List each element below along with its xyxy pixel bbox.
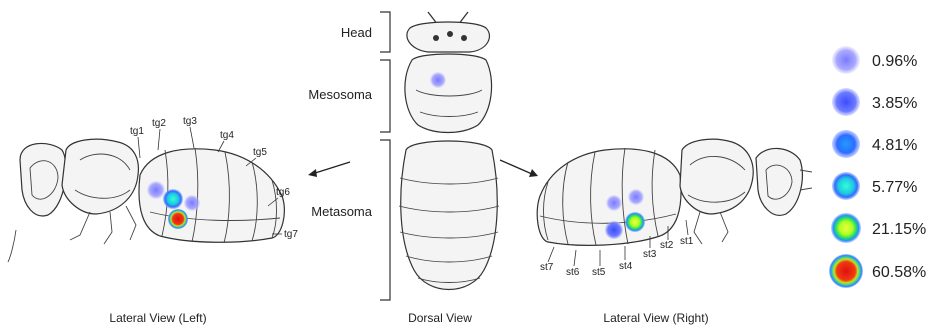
heat-spot	[628, 189, 644, 205]
tergite-label: tg7	[284, 229, 298, 240]
legend-swatch	[831, 213, 861, 243]
caption-left: Lateral View (Left)	[109, 311, 206, 325]
lateral-view-left: tg1 tg2 tg3 tg4 tg5 tg6 tg7	[8, 116, 298, 262]
legend-swatch	[832, 172, 860, 200]
legend-label: 5.77%	[872, 179, 917, 196]
legend-label: 0.96%	[872, 53, 917, 70]
mesosoma-left	[62, 139, 138, 214]
sternite-label: st4	[619, 261, 633, 272]
mesosoma-right	[680, 139, 753, 214]
caption-dorsal: Dorsal View	[408, 311, 472, 325]
wing-right	[756, 148, 802, 215]
heat-spot	[163, 189, 183, 209]
lateral-view-right: st7 st6 st5 st4 st3 st2 st1	[537, 139, 812, 278]
label-metasoma: Metasoma	[311, 204, 372, 219]
heat-spot	[430, 72, 446, 88]
legend: 0.96% 3.85% 4.81% 5.77% 21.15% 60.58%	[829, 46, 926, 288]
heat-spot	[184, 195, 200, 211]
tergite-label: tg5	[253, 147, 267, 158]
tergite-label: tg3	[183, 116, 197, 127]
arrow-to-left-view	[308, 162, 350, 177]
legend-swatch	[832, 130, 860, 158]
tergite-label: tg6	[276, 187, 290, 198]
heat-spot	[625, 212, 645, 232]
dorsal-metasoma	[401, 141, 498, 290]
label-mesosoma: Mesosoma	[308, 87, 372, 102]
sternite-label: st1	[680, 236, 694, 247]
region-brackets: Head Mesosoma Metasoma	[308, 12, 390, 300]
dorsal-head	[407, 22, 490, 52]
dorsal-mesosoma	[405, 54, 492, 133]
legend-swatch	[829, 254, 863, 288]
legend-label: 60.58%	[872, 264, 926, 281]
heat-spot	[147, 181, 165, 199]
tergite-label: tg1	[130, 126, 144, 137]
sternite-label: st6	[566, 267, 580, 278]
caption-right: Lateral View (Right)	[603, 311, 708, 325]
legend-label: 4.81%	[872, 137, 917, 154]
sternite-label: st5	[592, 267, 606, 278]
tergite-label: tg2	[152, 118, 166, 129]
dorsal-view	[399, 12, 499, 290]
legend-swatch	[832, 46, 860, 74]
sternite-label: st7	[540, 262, 554, 273]
legend-label: 21.15%	[872, 221, 926, 238]
heat-spot	[606, 195, 622, 211]
legend-label: 3.85%	[872, 95, 917, 112]
wing-left	[20, 143, 66, 216]
arrow-to-right-view	[500, 160, 538, 177]
sternite-label: st2	[660, 240, 674, 251]
sternite-label: st3	[643, 249, 657, 260]
heat-spot	[168, 209, 188, 229]
heat-spot	[605, 221, 623, 239]
legend-swatch	[832, 88, 860, 116]
tergite-label: tg4	[220, 130, 234, 141]
label-head: Head	[341, 25, 372, 40]
